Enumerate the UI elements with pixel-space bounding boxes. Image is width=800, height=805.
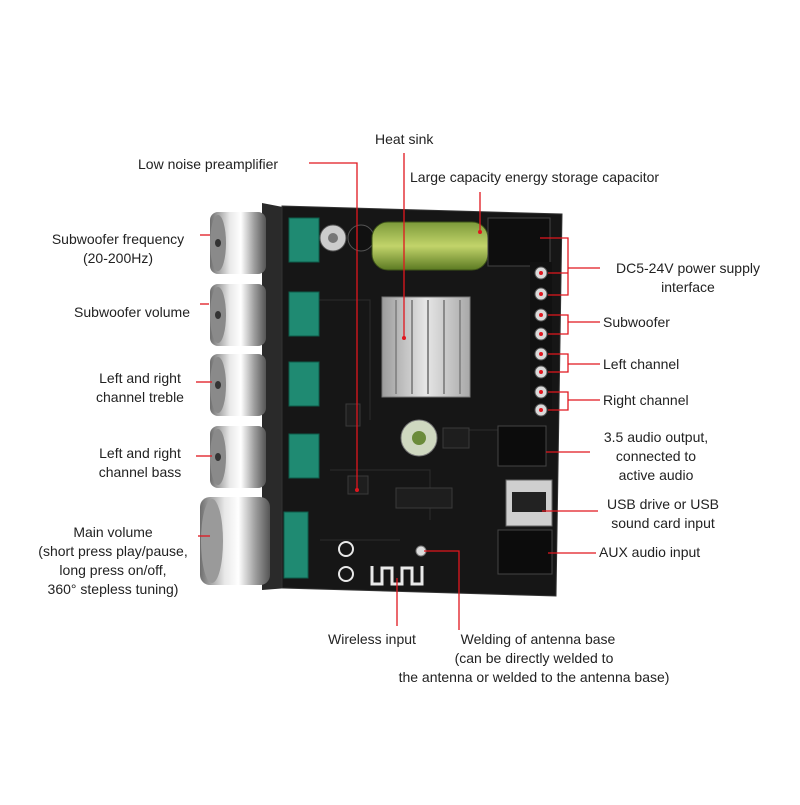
label-audio-output: 3.5 audio output, connected to active au…	[603, 429, 709, 483]
label-energy-storage-capacitor: Large capacity energy storage capacitor	[410, 169, 660, 185]
label-bass: Left and right channel bass	[98, 445, 182, 480]
knob-subwoofer-frequency[interactable]	[210, 212, 266, 274]
pcb-marks	[338, 541, 354, 582]
callout-dots	[355, 230, 482, 492]
chips	[345, 403, 470, 509]
terminal-block	[530, 262, 552, 417]
callout-low-noise-preamp	[309, 162, 358, 490]
center-capacitor	[400, 419, 438, 457]
pcb-board	[281, 205, 563, 597]
audio-out-jack[interactable]	[497, 425, 547, 467]
label-subwoofer-volume: Subwoofer volume	[74, 304, 190, 320]
label-wireless-input: Wireless input	[328, 631, 416, 647]
label-antenna-base: Welding of antenna base (can be directly…	[398, 631, 670, 685]
label-left-channel: Left channel	[603, 356, 680, 372]
heat-sink	[381, 296, 471, 398]
knob-treble[interactable]	[210, 354, 266, 416]
label-dc-power-interface: DC5-24V power supply interface	[616, 260, 760, 295]
knob-bass[interactable]	[210, 426, 266, 488]
label-low-noise-preamplifier: Low noise preamplifier	[138, 156, 279, 172]
potentiometers	[283, 217, 320, 579]
callout-lines	[196, 153, 600, 630]
knob-subwoofer-volume[interactable]	[210, 284, 266, 346]
label-heat-sink: Heat sink	[375, 131, 434, 147]
dc-jack[interactable]	[487, 217, 551, 267]
label-usb-input: USB drive or USB sound card input	[606, 496, 720, 531]
label-treble: Left and right channel treble	[96, 370, 184, 405]
label-aux-input: AUX audio input	[599, 544, 701, 560]
label-right-channel: Right channel	[603, 392, 689, 408]
storage-capacitor	[371, 221, 489, 271]
knob-main-volume[interactable]	[200, 497, 270, 585]
label-main-volume: Main volume (short press play/pause, lon…	[38, 524, 188, 597]
label-subwoofer: Subwoofer	[603, 314, 670, 330]
label-subwoofer-frequency: Subwoofer frequency (20-200Hz)	[51, 231, 185, 266]
aux-jack[interactable]	[497, 529, 553, 575]
